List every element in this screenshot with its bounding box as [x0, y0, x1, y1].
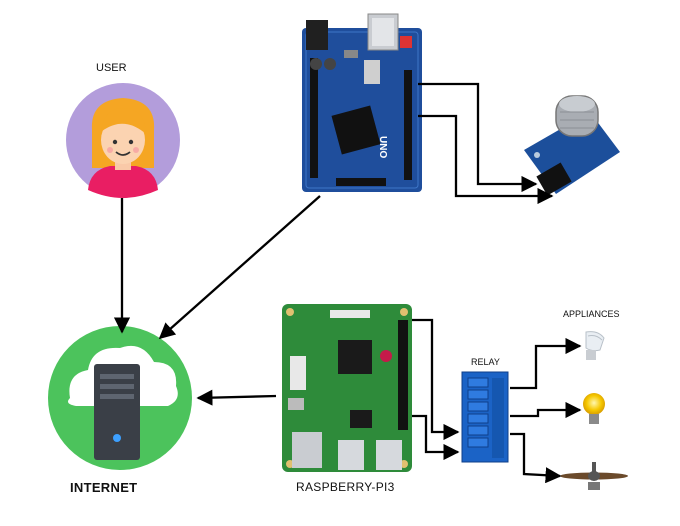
uno-label: UNO — [377, 136, 388, 158]
user-avatar-icon — [66, 83, 180, 198]
connection-arrows — [113, 82, 582, 484]
user-label: USER — [96, 62, 127, 74]
arrow-raspberry-to-relay-1 — [412, 318, 460, 441]
relay-label: RELAY — [471, 357, 500, 367]
gas-sensor-icon — [524, 95, 620, 196]
light-bulb-icon — [583, 393, 605, 424]
arrow-relay-to-bulb — [510, 401, 582, 419]
raspberry-pi-board — [282, 304, 412, 472]
arrow-arduino-to-sensor-2 — [418, 114, 554, 205]
raspberry-pi-label: RASPBERRY-PI3 — [296, 480, 395, 494]
cfl-bulb-icon — [585, 331, 605, 360]
arrow-raspberry-to-relay-2 — [412, 414, 460, 461]
arrow-relay-to-cfl — [510, 337, 582, 390]
ceiling-fan-icon — [560, 462, 628, 490]
internet-label: INTERNET — [70, 480, 138, 495]
arrow-raspberry-to-internet — [196, 389, 277, 406]
appliances-label: APPLIANCES — [563, 309, 620, 319]
arrow-arduino-to-internet — [158, 195, 321, 340]
arrow-arduino-to-sensor-1 — [418, 82, 538, 193]
arrow-relay-to-fan — [510, 432, 562, 484]
arduino-uno-board: UNO — [302, 13, 422, 192]
relay-module — [461, 371, 509, 463]
cloud-server-icon — [48, 326, 192, 470]
